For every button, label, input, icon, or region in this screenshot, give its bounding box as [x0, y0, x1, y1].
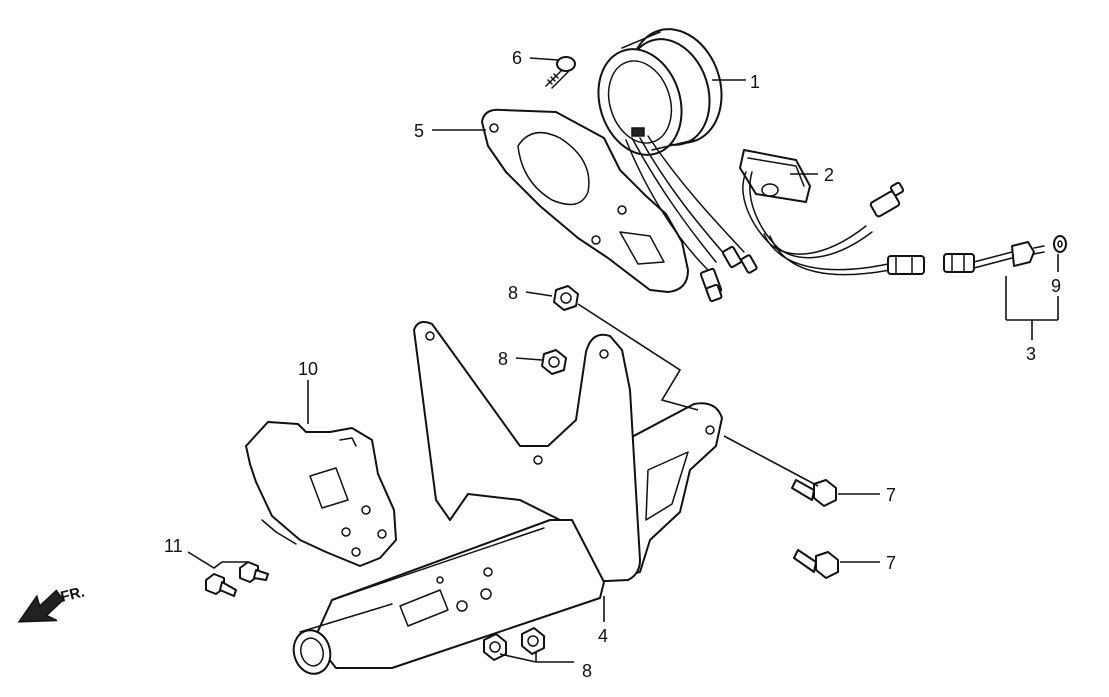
nut-part-8-lower-left	[483, 633, 507, 661]
bolt-part-7-upper	[791, 479, 837, 507]
callout-7-upper: 7	[886, 485, 896, 505]
callout-2: 2	[824, 165, 834, 185]
nut-part-8-upper	[553, 285, 579, 311]
front-direction-arrow-icon	[17, 589, 65, 623]
callout-8-lower: 8	[582, 661, 592, 681]
main-bracket	[292, 321, 723, 675]
callout-10: 10	[298, 359, 318, 379]
bolt-part-7-lower	[793, 549, 839, 579]
screw-part-6	[545, 56, 576, 89]
speed-sensor-cable	[943, 241, 1045, 273]
leader-lines	[187, 57, 1059, 663]
small-bracket	[245, 421, 397, 567]
washer-part-9	[1053, 235, 1067, 253]
callout-6: 6	[512, 48, 522, 68]
callout-1: 1	[750, 72, 760, 92]
bolt-part-11-right	[239, 561, 269, 583]
front-direction-label: FR.	[59, 584, 87, 606]
callout-4: 4	[598, 626, 608, 646]
nut-part-8-middle	[541, 349, 567, 375]
callout-5: 5	[414, 121, 424, 141]
callout-8-upper: 8	[508, 283, 518, 303]
meter-assembly	[597, 28, 723, 156]
meter-mounting-plate	[481, 108, 689, 293]
nut-part-8-lower-right	[521, 627, 545, 655]
callout-11: 11	[164, 536, 183, 556]
meter-wire-harness	[625, 135, 758, 303]
callout-8-middle: 8	[498, 349, 508, 369]
callout-7-lower: 7	[886, 553, 896, 573]
bolt-part-11-left	[205, 573, 237, 597]
callout-3: 3	[1026, 344, 1036, 364]
sensor-unit	[739, 149, 925, 276]
callout-9: 9	[1051, 276, 1061, 296]
